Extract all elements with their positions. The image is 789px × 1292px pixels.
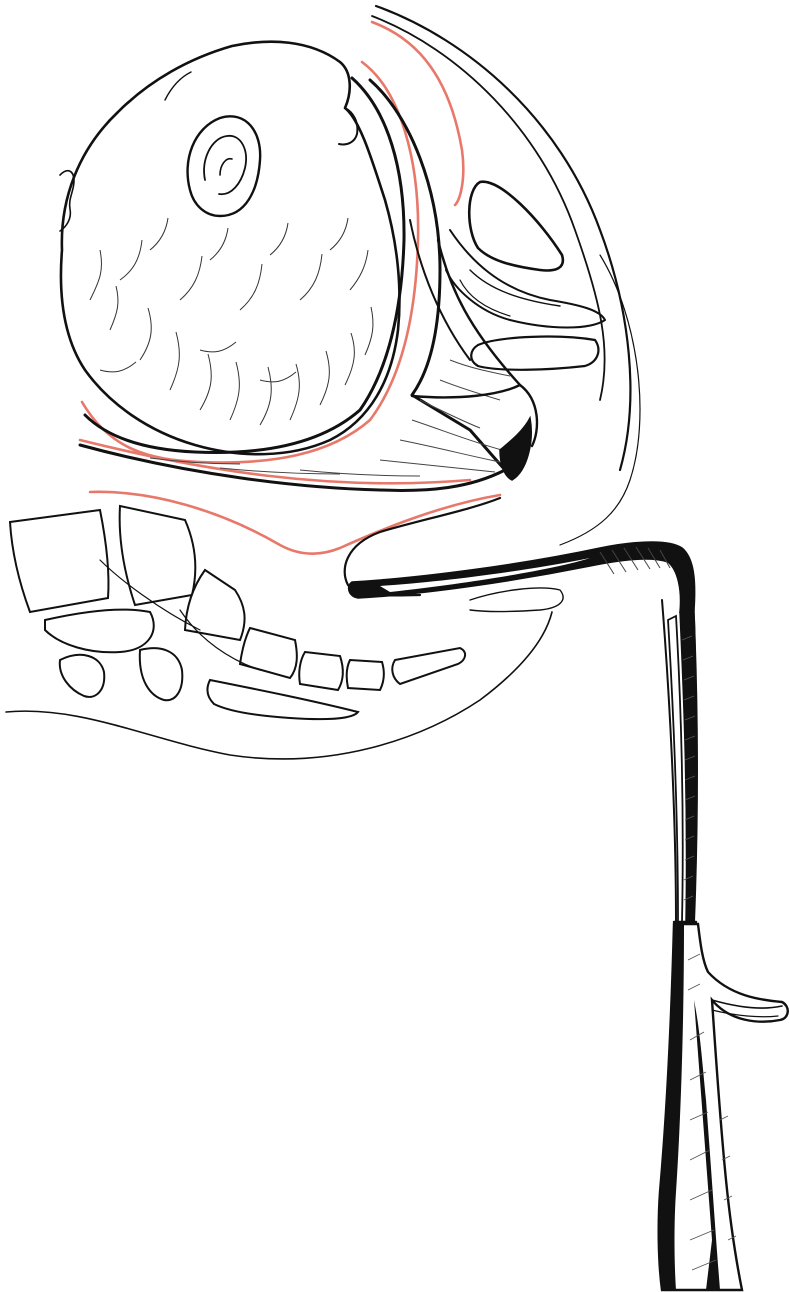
bladder (446, 230, 605, 328)
cervix (500, 418, 531, 480)
vaginal-fornix (471, 337, 598, 370)
hair-texture (90, 218, 373, 425)
membrane-line-outer (372, 22, 463, 205)
fetal-ear (188, 116, 261, 216)
fetal-head (60, 42, 399, 455)
vaginal-retractor (349, 542, 788, 1290)
pubic-symphysis (469, 182, 563, 271)
cervix-tissue (150, 360, 510, 476)
uterine-wall-outer (80, 80, 505, 490)
membrane-line-inner (82, 62, 418, 463)
